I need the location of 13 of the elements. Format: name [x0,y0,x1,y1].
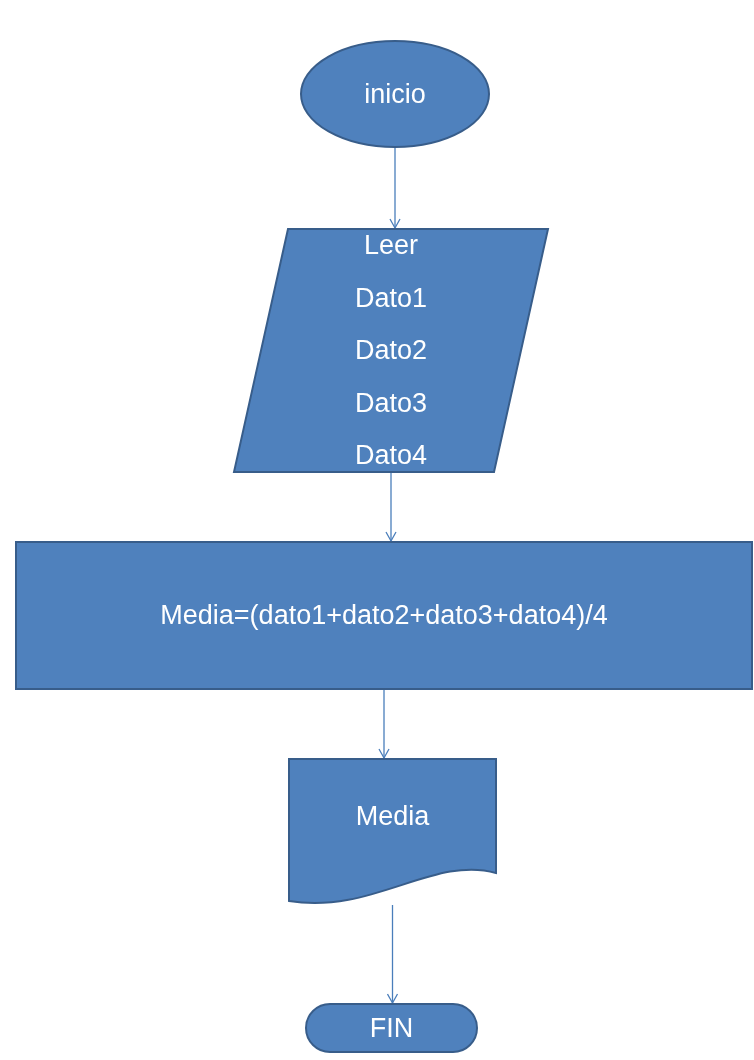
arrow [389,147,401,229]
input-label: Dato1 [354,281,428,315]
arrow [378,689,390,759]
input-label: Dato2 [354,334,428,368]
end-label: FIN [369,1012,414,1044]
arrow [385,472,397,542]
input-label: Leer [363,228,418,262]
input-label: Dato4 [354,439,428,473]
output-label: Media [355,801,430,832]
start-label: inicio [364,78,426,110]
input-label: Dato3 [354,386,428,420]
arrow [386,904,399,1004]
formula-label: Media=(dato1+dato2+dato3+dato4)/4 [160,600,608,631]
